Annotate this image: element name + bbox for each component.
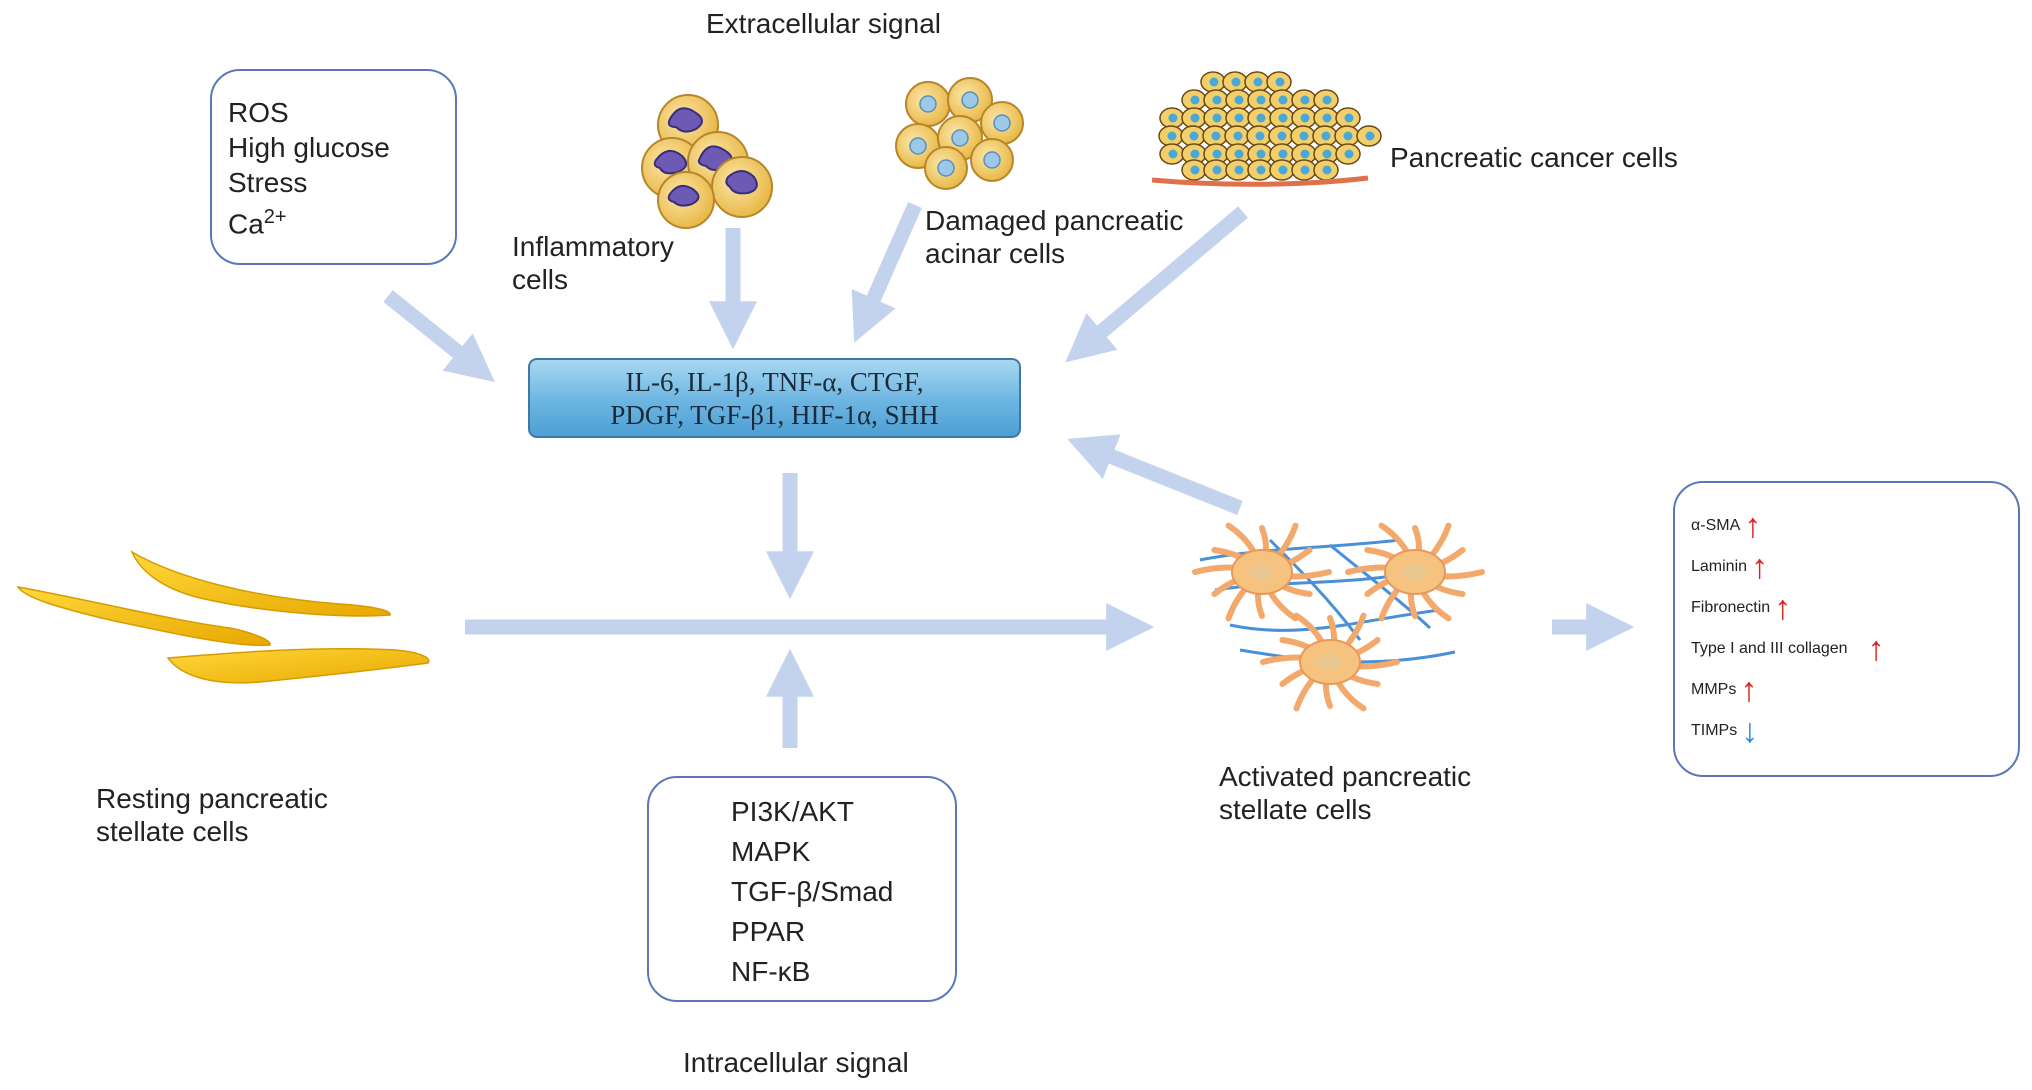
collagen-fiber [1268,538,1362,641]
cancer-nucleus [1277,131,1287,141]
arrow-activated-to-cytokines [1067,434,1243,515]
intracellular-signal-title: Intracellular signal [683,1047,909,1078]
cancer-nucleus [1234,113,1244,123]
pathway-mapk: MAPK [731,836,811,867]
cytokines-box: IL-6, IL-1β, TNF-α, CTGF, PDGF, TGF-β1, … [528,358,1021,438]
cancer-nucleus [1190,113,1200,123]
basement-membrane [1151,175,1369,187]
cancer-nucleus [1322,95,1332,105]
cancer-nucleus [1278,149,1288,159]
activated-stellate-cells-icon [1192,522,1485,712]
up-arrow-icon: ↑ [1774,588,1792,627]
cancer-nucleus [1167,131,1177,141]
cancer-nucleus [1256,113,1266,123]
cancer-nucleus [1300,113,1310,123]
ecm-row-timps: TIMPs↓ [1691,711,1759,750]
activated-cell-nucleus [1318,654,1342,670]
cancer-nucleus [1212,113,1222,123]
flow-arrows [383,201,1635,748]
cancer-nucleus [1212,165,1222,175]
collagen-fiber [1199,538,1401,562]
cancer-nucleus [1168,149,1178,159]
cancer-nucleus [1322,149,1332,159]
cancer-nucleus [1256,165,1266,175]
cancer-nucleus [1168,113,1178,123]
activated-cell-nucleus [1403,564,1427,580]
cancer-nucleus [1322,113,1332,123]
cancer-nucleus [1231,77,1241,87]
cancer-nucleus [1253,77,1263,87]
cancer-nucleus [1212,95,1222,105]
cancer-nucleus [1343,131,1353,141]
cancer-nucleus [1344,149,1354,159]
cancer-nucleus [1299,131,1309,141]
intracellular-pathways-box: PI3K/AKT MAPK TGF-β/Smad PPAR NF-κB [647,776,957,1002]
cancer-nucleus [1278,95,1288,105]
down-arrow-icon: ↓ [1741,711,1759,750]
inflammatory-cells-label: Inflammatory cells [512,231,674,295]
cancer-nucleus [1233,131,1243,141]
cancer-nucleus [1256,149,1266,159]
ecm-row-fibronectin: Fibronectin↑ [1691,588,1792,627]
ecm-row-alpha-sma: α-SMA↑ [1691,506,1762,545]
arrow-stress-to-cytokines [383,290,495,383]
stress-item-calcium: Ca2+ [228,206,287,240]
cancer-nucleus [1300,165,1310,175]
cytokines-line-1: IL-6, IL-1β, TNF-α, CTGF, [625,367,924,397]
cancer-cells-icon [1151,71,1382,187]
arrow-acinar-to-cytokines [851,201,922,343]
cancer-nucleus [1189,131,1199,141]
cancer-nucleus [1300,149,1310,159]
stress-item-high-glucose: High glucose [228,132,390,163]
ecm-row-mmps: MMPs↑ [1691,670,1758,709]
pathway-tgf-smad: TGF-β/Smad [731,876,894,907]
cancer-nucleus [1255,131,1265,141]
cancer-nucleus [1234,149,1244,159]
activated-stellate-cells-label: Activated pancreatic stellate cells [1219,761,1472,825]
ecm-row-collagen: Type I and III collagen↑ [1691,629,1885,668]
cancer-cells-label: Pancreatic cancer cells [1390,142,1678,173]
cancer-nucleus [1212,149,1222,159]
cancer-nucleus [1365,131,1375,141]
cancer-nucleus [1211,131,1221,141]
cancer-nucleus [1322,165,1332,175]
extracellular-signal-title: Extracellular signal [706,8,941,39]
cancer-nucleus [1190,165,1200,175]
arrow-cancer-to-cytokines [1065,206,1248,363]
stress-item-ros: ROS [228,97,289,128]
cytokines-line-2: PDGF, TGF-β1, HIF-1α, SHH [610,400,939,430]
stress-factors-box: ROS High glucose Stress Ca2+ [210,69,457,265]
pathway-pi3k-akt: PI3K/AKT [731,796,854,827]
inflammatory-cells-icon [641,94,773,229]
acinar-cells-label: Damaged pancreatic acinar cells [925,205,1184,269]
up-arrow-icon: ↑ [1751,547,1769,586]
cancer-nucleus [1344,113,1354,123]
cancer-nucleus [1256,95,1266,105]
cancer-nucleus [1275,77,1285,87]
cancer-nucleus [1278,113,1288,123]
cancer-nucleus [1321,131,1331,141]
cancer-nucleus [1209,77,1219,87]
up-arrow-icon: ↑ [1867,629,1885,668]
cancer-nucleus [1234,95,1244,105]
pathway-nf-kb: NF-κB [731,956,811,987]
acinar-nuclei [909,91,1011,177]
cancer-nucleus [1234,165,1244,175]
ecm-row-laminin: Laminin↑ [1691,547,1769,586]
resting-stellate-cells-icon [16,550,430,684]
up-arrow-icon: ↑ [1744,506,1762,545]
activated-cell-nucleus [1250,564,1274,580]
cancer-nucleus [1300,95,1310,105]
ecm-markers-box: α-SMA↑ Laminin↑ Fibronectin↑ Type I and … [1673,481,2020,777]
cancer-nucleus [1278,165,1288,175]
resting-stellate-cells-label: Resting pancreatic stellate cells [96,783,328,847]
cancer-nucleus [1190,95,1200,105]
stress-item-stress: Stress [228,167,308,198]
up-arrow-icon: ↑ [1740,670,1758,709]
pathway-ppar: PPAR [731,916,806,947]
cancer-nucleus [1190,149,1200,159]
